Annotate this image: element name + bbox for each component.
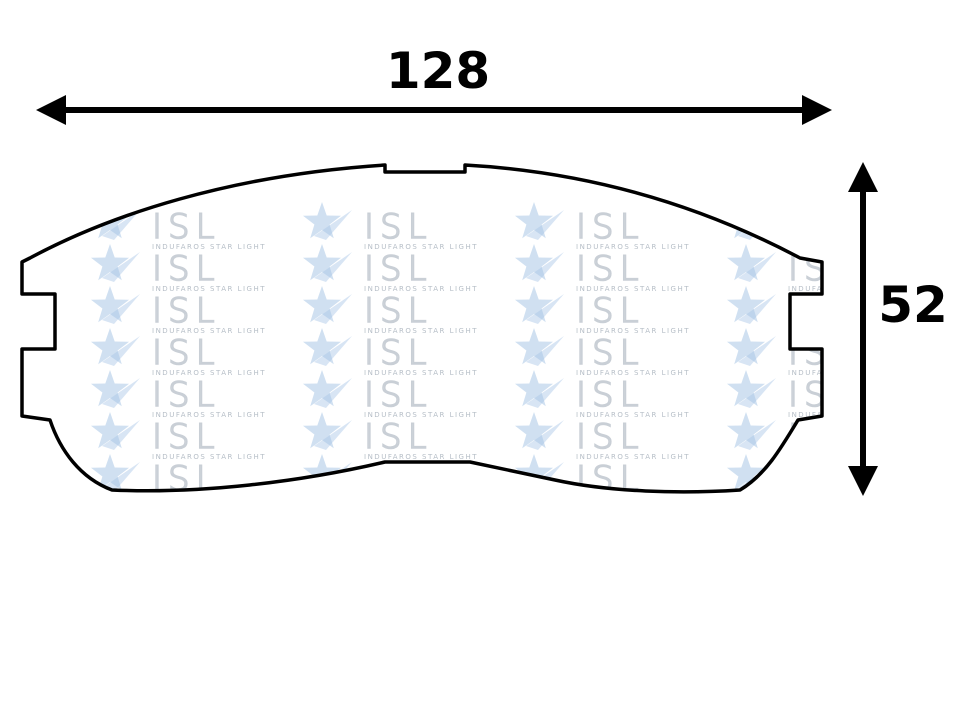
watermark-logo-text: ISL xyxy=(576,333,645,373)
star-logo-icon xyxy=(727,454,776,492)
watermark-logo-text: ISL xyxy=(152,333,221,373)
star-logo-icon xyxy=(91,454,140,492)
watermark-logo-text: ISL xyxy=(788,417,857,457)
watermark-logo-text: ISL xyxy=(576,417,645,457)
watermark-logo-text: ISL xyxy=(364,291,433,331)
watermark-tagline: INDUFAROS STAR LIGHT xyxy=(152,285,266,293)
watermark-tagline: INDUFAROS STAR LIGHT xyxy=(576,369,690,377)
star-logo-icon xyxy=(515,202,564,240)
star-logo-icon xyxy=(727,244,776,282)
watermark-tagline: INDUFAROS STAR LIGHT xyxy=(364,411,478,419)
watermark-logo-text: ISL xyxy=(364,417,433,457)
watermark-tagline: INDUFAROS STAR LIGHT xyxy=(364,453,478,461)
watermark-tagline: INDUFAROS STAR LIGHT xyxy=(788,243,902,251)
watermark-logo-text: ISL xyxy=(152,291,221,331)
star-logo-icon xyxy=(91,328,140,366)
watermark-tagline: INDUFAROS STAR LIGHT xyxy=(788,411,902,419)
watermark-tagline: INDUFAROS STAR LIGHT xyxy=(152,327,266,335)
watermark-logo-text: ISL xyxy=(788,207,857,247)
watermark-tagline: INDUFAROS STAR LIGHT xyxy=(788,495,902,503)
watermark-tagline: INDUFAROS STAR LIGHT xyxy=(152,453,266,461)
watermark-tagline: INDUFAROS STAR LIGHT xyxy=(788,285,902,293)
watermark-tagline: INDUFAROS STAR LIGHT xyxy=(364,495,478,503)
star-logo-icon xyxy=(303,286,352,324)
watermark-logo-text: ISL xyxy=(576,291,645,331)
watermark-tagline: INDUFAROS STAR LIGHT xyxy=(152,411,266,419)
watermark-tagline: INDUFAROS STAR LIGHT xyxy=(576,495,690,503)
star-logo-icon xyxy=(939,412,960,450)
watermark-tagline: INDUFAROS STAR LIGHT xyxy=(152,369,266,377)
watermark-tagline: INDUFAROS STAR LIGHT xyxy=(788,369,902,377)
star-logo-icon xyxy=(727,412,776,450)
watermark-logo-text: ISL xyxy=(576,459,645,499)
watermark-tagline: INDUFAROS STAR LIGHT xyxy=(576,243,690,251)
watermark-logo-text: ISL xyxy=(152,417,221,457)
watermark-logo-text: ISL xyxy=(788,459,857,499)
star-logo-icon xyxy=(939,202,960,240)
brake-pad-outline xyxy=(20,163,824,494)
watermark-logo-text: ISL xyxy=(576,207,645,247)
star-logo-icon xyxy=(91,244,140,282)
star-logo-icon xyxy=(91,412,140,450)
watermark-tagline: INDUFAROS STAR LIGHT xyxy=(152,495,266,503)
star-logo-icon xyxy=(91,286,140,324)
watermark-tagline: INDUFAROS STAR LIGHT xyxy=(788,453,902,461)
star-logo-icon xyxy=(727,328,776,366)
watermark-logo-text: ISL xyxy=(364,207,433,247)
watermark-logo-text: ISL xyxy=(364,375,433,415)
watermark-tagline: INDUFAROS STAR LIGHT xyxy=(576,411,690,419)
watermark-logo-text: ISL xyxy=(152,375,221,415)
star-logo-icon xyxy=(939,454,960,492)
star-logo-icon xyxy=(515,412,564,450)
watermark-tagline: INDUFAROS STAR LIGHT xyxy=(576,327,690,335)
watermark-logo-text: ISL xyxy=(788,375,857,415)
star-logo-icon xyxy=(515,286,564,324)
watermark-tagline: INDUFAROS STAR LIGHT xyxy=(364,327,478,335)
width-dimension-label: 128 xyxy=(386,42,490,100)
star-logo-icon xyxy=(515,244,564,282)
watermark-tagline: INDUFAROS STAR LIGHT xyxy=(364,369,478,377)
star-logo-icon xyxy=(303,412,352,450)
star-logo-icon xyxy=(727,370,776,408)
watermark-tagline: INDUFAROS STAR LIGHT xyxy=(364,285,478,293)
watermark-tagline: INDUFAROS STAR LIGHT xyxy=(576,285,690,293)
star-logo-icon xyxy=(515,370,564,408)
star-logo-icon xyxy=(91,370,140,408)
watermark-tagline: INDUFAROS STAR LIGHT xyxy=(152,243,266,251)
watermark-tagline: INDUFAROS STAR LIGHT xyxy=(576,453,690,461)
star-logo-icon xyxy=(515,328,564,366)
watermark-logo-text: ISL xyxy=(152,249,221,289)
height-dimension-label: 52 xyxy=(878,276,948,334)
star-logo-icon xyxy=(939,370,960,408)
watermark-logo-text: ISL xyxy=(364,249,433,289)
star-logo-icon xyxy=(303,328,352,366)
watermark-logo-text: ISL xyxy=(576,249,645,289)
star-logo-icon xyxy=(303,202,352,240)
star-logo-icon xyxy=(303,370,352,408)
star-logo-icon xyxy=(303,244,352,282)
watermark-logo-text: ISL xyxy=(364,333,433,373)
watermark-tagline: INDUFAROS STAR LIGHT xyxy=(364,243,478,251)
star-logo-icon xyxy=(727,286,776,324)
watermark-logo-text: ISL xyxy=(152,459,221,499)
watermark-logo-text: ISL xyxy=(788,291,857,331)
watermark-logo-text: ISL xyxy=(576,375,645,415)
watermark-logo-text: ISL xyxy=(152,207,221,247)
